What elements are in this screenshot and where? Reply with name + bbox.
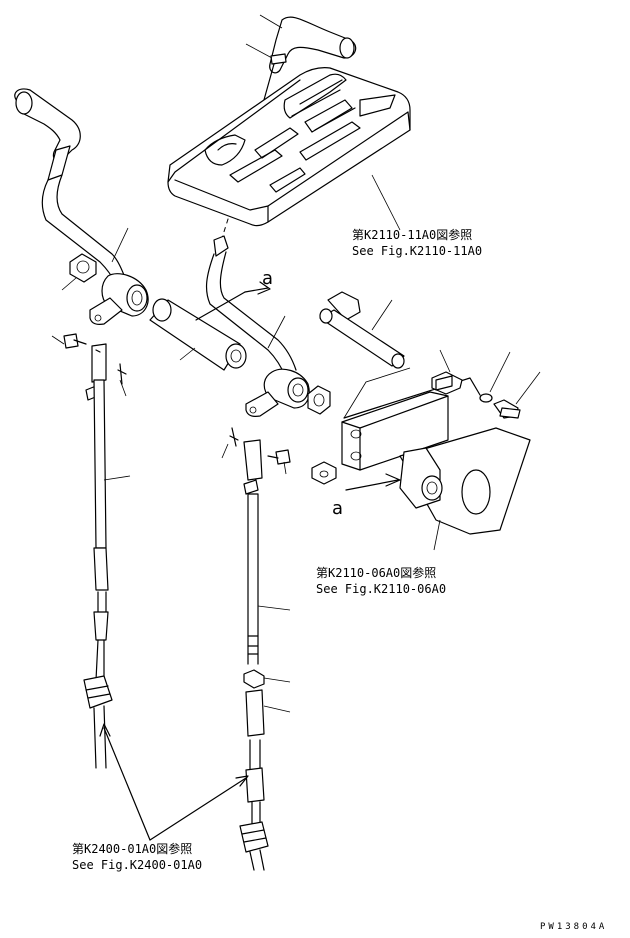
right-lever-knob	[269, 16, 357, 74]
panel-ref-en: See Fig.K2110-11A0	[352, 244, 483, 258]
cable-ref-jp: 第K2400-01A0図参照	[72, 842, 193, 856]
bracket-bolt-right	[493, 399, 521, 419]
bracket-ref-jp: 第K2110-06A0図参照	[316, 566, 437, 580]
left-lever	[14, 88, 149, 325]
left-clevis-pin	[63, 333, 87, 349]
panel-ref-jp: 第K2110-11A0図参照	[352, 228, 473, 242]
link-rod	[319, 291, 405, 369]
right-cable	[239, 739, 269, 871]
right-nut	[243, 669, 265, 689]
bushing	[69, 253, 97, 283]
bracket-bolt-upper	[431, 371, 463, 395]
pivot-tube	[149, 298, 247, 371]
right-clevis	[243, 439, 263, 495]
washer	[479, 393, 493, 403]
bracket-nut	[311, 461, 337, 485]
cable-ref-en: See Fig.K2400-01A0	[72, 858, 203, 872]
right-lever	[205, 235, 310, 417]
right-cable-rod	[247, 493, 259, 665]
callout-a-upper: a	[262, 268, 274, 289]
bracket-ref-en: See Fig.K2110-06A0	[316, 582, 447, 596]
knob-nut	[270, 53, 287, 65]
cover-panel	[167, 67, 411, 227]
right-clevis-pin	[267, 449, 291, 465]
left-cable-rod	[83, 379, 113, 769]
drawing-code: PW13804A	[540, 922, 608, 932]
right-bushing	[307, 385, 331, 415]
lever-bracket	[341, 391, 531, 535]
right-sleeve	[245, 689, 265, 737]
callout-a-lower: a	[332, 498, 344, 519]
